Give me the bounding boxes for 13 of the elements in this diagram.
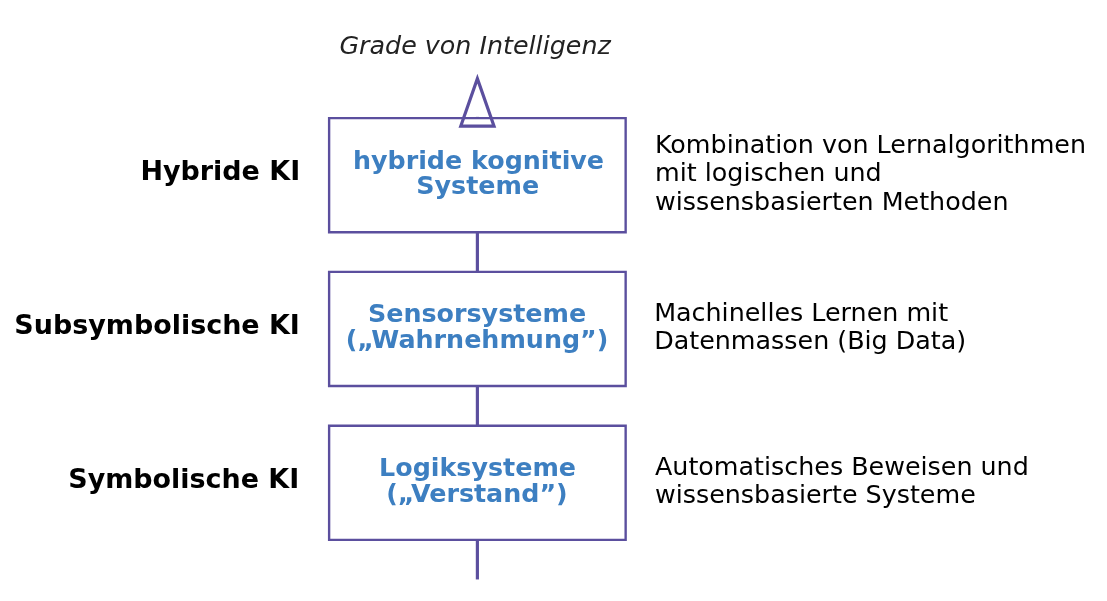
- connector: [475, 386, 479, 426]
- connector: [475, 539, 479, 579]
- node-box: Logiksysteme („Verstand”): [327, 424, 627, 541]
- arrow: [458, 73, 497, 128]
- node-label: Machinelles Lernen mit Datenmassen (Big Data): [654, 296, 967, 355]
- node-label: Kombination von Lernalgorithmen mit logischen und wissensbasierten Methoden: [654, 128, 1087, 216]
- node-text: Grade von Intelligenz: [339, 29, 611, 60]
- node-label: Symbolische KI: [68, 462, 300, 494]
- node-label: Automatisches Beweisen und wissensbasierte Systeme: [654, 450, 1029, 509]
- node-label: Subsymbolische KI: [14, 308, 300, 340]
- node-label: Hybride KI: [140, 154, 301, 186]
- node-box: Sensorsysteme („Wahrnehmung”): [327, 270, 627, 387]
- connector: [475, 232, 479, 272]
